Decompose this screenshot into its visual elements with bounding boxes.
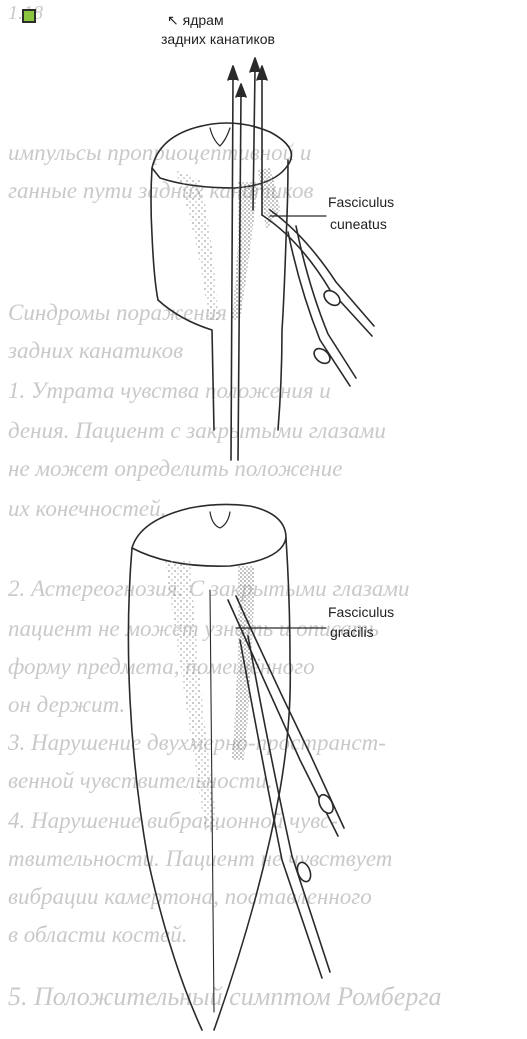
gracilis-label-line2: gracilis xyxy=(330,624,374,641)
top-label-line1: ядрам xyxy=(183,12,224,28)
upper-dorsal-root xyxy=(262,210,374,386)
cuneatus-label-line2: cuneatus xyxy=(330,216,387,233)
top-label: ↖ ядрам xyxy=(167,12,224,29)
lower-cord-segment xyxy=(128,504,290,1030)
gracilis-label-line1: Fasciculus xyxy=(328,604,394,621)
legend-marker xyxy=(22,9,36,23)
up-arrow-icon: ↖ xyxy=(167,12,179,28)
cuneatus-label-line1: Fasciculus xyxy=(328,194,394,211)
upper-cord-segment xyxy=(151,123,291,430)
top-label-line2: задних канатиков xyxy=(161,31,275,48)
